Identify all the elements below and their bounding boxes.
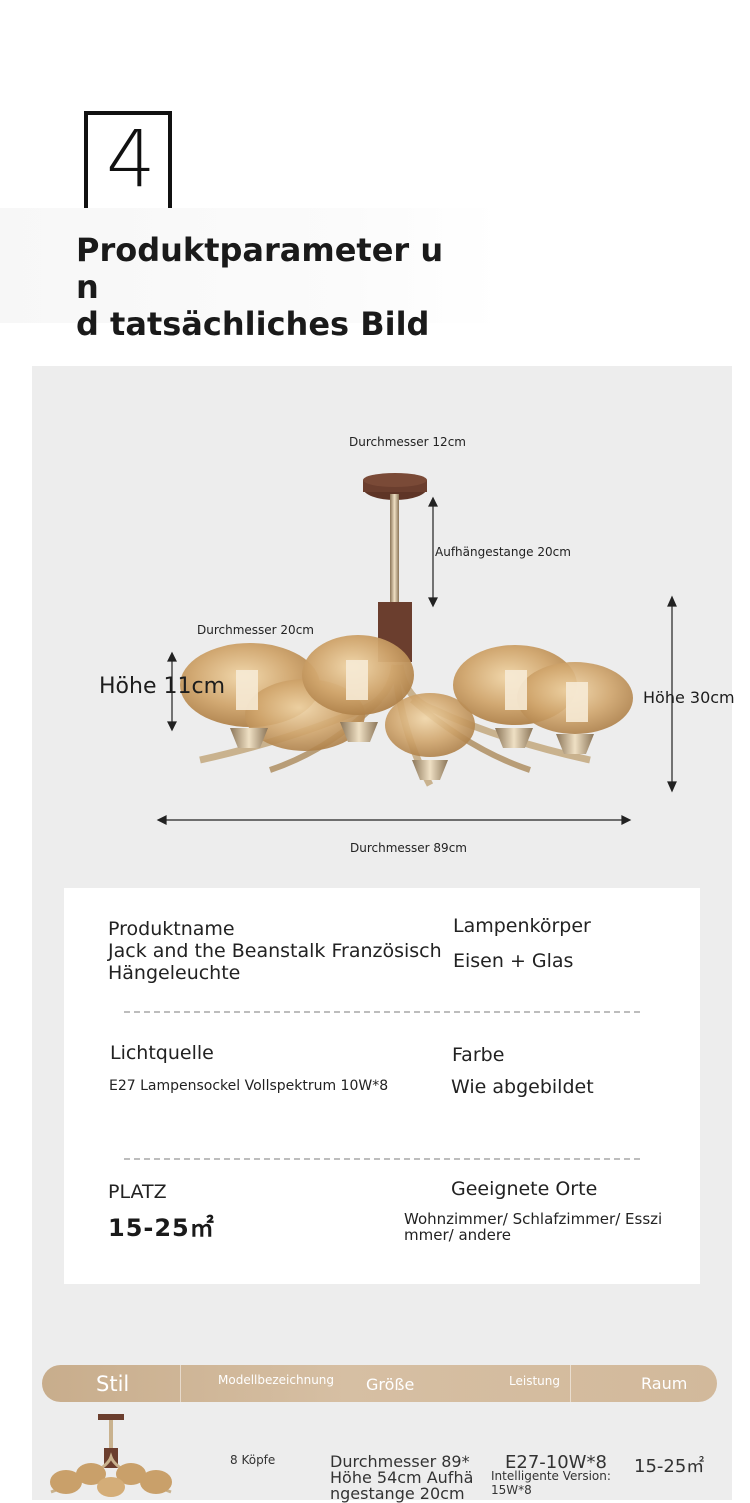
suitable-places-value: Wohnzimmer/ Schlafzimmer/ Esszi mmer/ an… [404, 1211, 662, 1243]
space-label: PLATZ [108, 1181, 167, 1203]
shade-height-label: Höhe 11cm [99, 674, 225, 699]
row-size-line2: Höhe 54cm Aufhä [330, 1468, 474, 1487]
row-power-sub: Intelligente Version: 15W*8 [491, 1469, 611, 1497]
row-room: 15-25㎡ [634, 1456, 705, 1477]
row-size-line3: ngestange 20cm [330, 1484, 465, 1503]
light-source-label: Lichtquelle [110, 1042, 214, 1064]
spec-card [64, 888, 700, 1284]
title-background [0, 208, 500, 323]
lamp-body-label: Lampenkörper [453, 915, 591, 937]
divider [124, 1011, 640, 1013]
product-name-label: Produktname [108, 918, 235, 940]
canopy-diameter-label: Durchmesser 12cm [349, 435, 466, 449]
product-name-line2: Hängeleuchte [108, 962, 241, 984]
header-model: Modellbezeichnung [218, 1373, 335, 1387]
suitable-places-label: Geeignete Orte [451, 1178, 598, 1200]
space-value: 15-25㎡ [108, 1214, 215, 1242]
product-name-value: Jack and the Beanstalk Französisch Hänge… [108, 940, 442, 984]
header-separator [570, 1365, 571, 1402]
section-number-frame [84, 111, 172, 243]
table-header-bar [42, 1365, 717, 1402]
section-title-line2: d tatsächliches Bild [76, 305, 430, 343]
total-height-label: Höhe 30cm [643, 688, 735, 707]
section-title: Produktparameter un d tatsächliches Bild [76, 232, 446, 343]
header-room: Raum [641, 1374, 688, 1393]
shade-diameter-label: Durchmesser 20cm [197, 623, 314, 637]
row-model: 8 Köpfe [230, 1453, 276, 1467]
product-name-line1: Jack and the Beanstalk Französisch [108, 940, 442, 962]
row-power-sub2: 15W*8 [491, 1483, 532, 1497]
row-size-line1: Durchmesser 89* [330, 1452, 470, 1471]
header-size: Größe [366, 1375, 415, 1394]
row-thumbnail-image [50, 1414, 172, 1497]
total-diameter-label: Durchmesser 89cm [350, 841, 467, 855]
dimension-lines [156, 496, 677, 825]
header-power: Leistung [509, 1374, 560, 1388]
lamp-body-value: Eisen + Glas [453, 950, 574, 972]
section-number: 4 [106, 115, 156, 205]
row-power-sub1: Intelligente Version: [491, 1469, 611, 1483]
color-value: Wie abgebildet [451, 1076, 594, 1098]
section-title-line1: Produktparameter un [76, 231, 444, 306]
divider [124, 1158, 640, 1160]
header-style: Stil [96, 1372, 130, 1396]
row-power-main: E27-10W*8 [505, 1452, 607, 1473]
color-label: Farbe [452, 1044, 505, 1066]
rod-length-label: Aufhängestange 20cm [435, 545, 571, 559]
chandelier-image [180, 473, 633, 787]
light-source-value: E27 Lampensockel Vollspektrum 10W*8 [109, 1078, 389, 1094]
header-separator [180, 1365, 181, 1402]
suitable-places-line1: Wohnzimmer/ Schlafzimmer/ Esszi [404, 1210, 663, 1228]
suitable-places-line2: mmer/ andere [404, 1226, 511, 1244]
row-size: Durchmesser 89* Höhe 54cm Aufhä ngestang… [330, 1454, 473, 1502]
